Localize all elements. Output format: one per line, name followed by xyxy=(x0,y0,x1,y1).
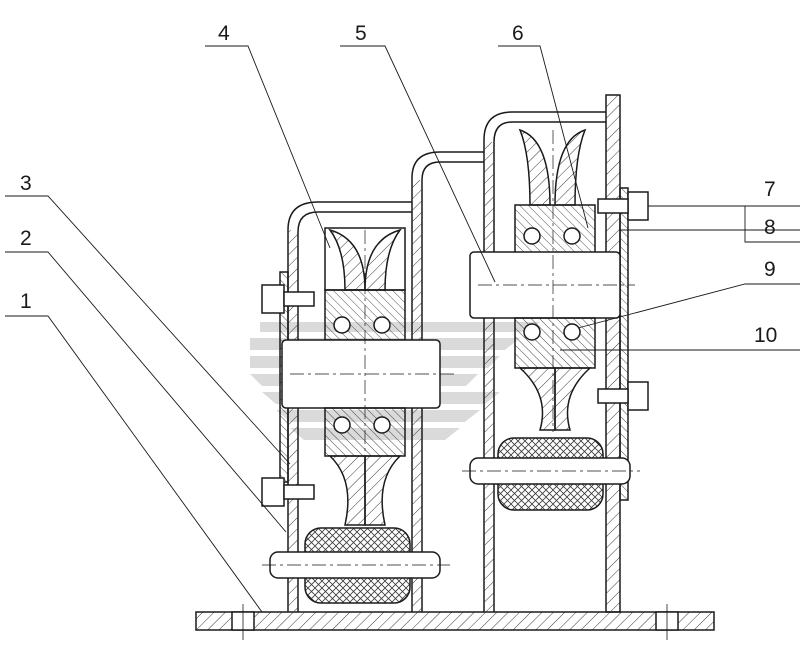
callout-label-3: 3 xyxy=(20,172,32,195)
leader-lines xyxy=(5,45,800,613)
left-pulley-bottom xyxy=(324,230,406,526)
callout-label-7: 7 xyxy=(764,178,776,201)
callout-label-6: 6 xyxy=(512,22,524,45)
base-plate xyxy=(195,604,715,640)
callout-label-1: 1 xyxy=(20,290,32,313)
callout-labels: 1 2 3 4 5 6 7 8 9 10 xyxy=(20,22,777,347)
callout-label-5: 5 xyxy=(355,22,367,45)
callout-label-4: 4 xyxy=(218,22,230,45)
left-shaft xyxy=(281,339,455,409)
callout-label-8: 8 xyxy=(764,216,776,239)
right-pulley-top xyxy=(514,128,596,254)
right-roller xyxy=(462,437,640,511)
callout-label-9: 9 xyxy=(764,258,776,281)
left-roller xyxy=(262,527,450,604)
right-shaft xyxy=(469,251,635,319)
callout-label-10: 10 xyxy=(754,324,777,347)
callout-label-2: 2 xyxy=(20,227,32,250)
right-bolts xyxy=(597,191,649,411)
right-pulley-bottom xyxy=(514,130,596,432)
left-bolts xyxy=(261,284,315,507)
